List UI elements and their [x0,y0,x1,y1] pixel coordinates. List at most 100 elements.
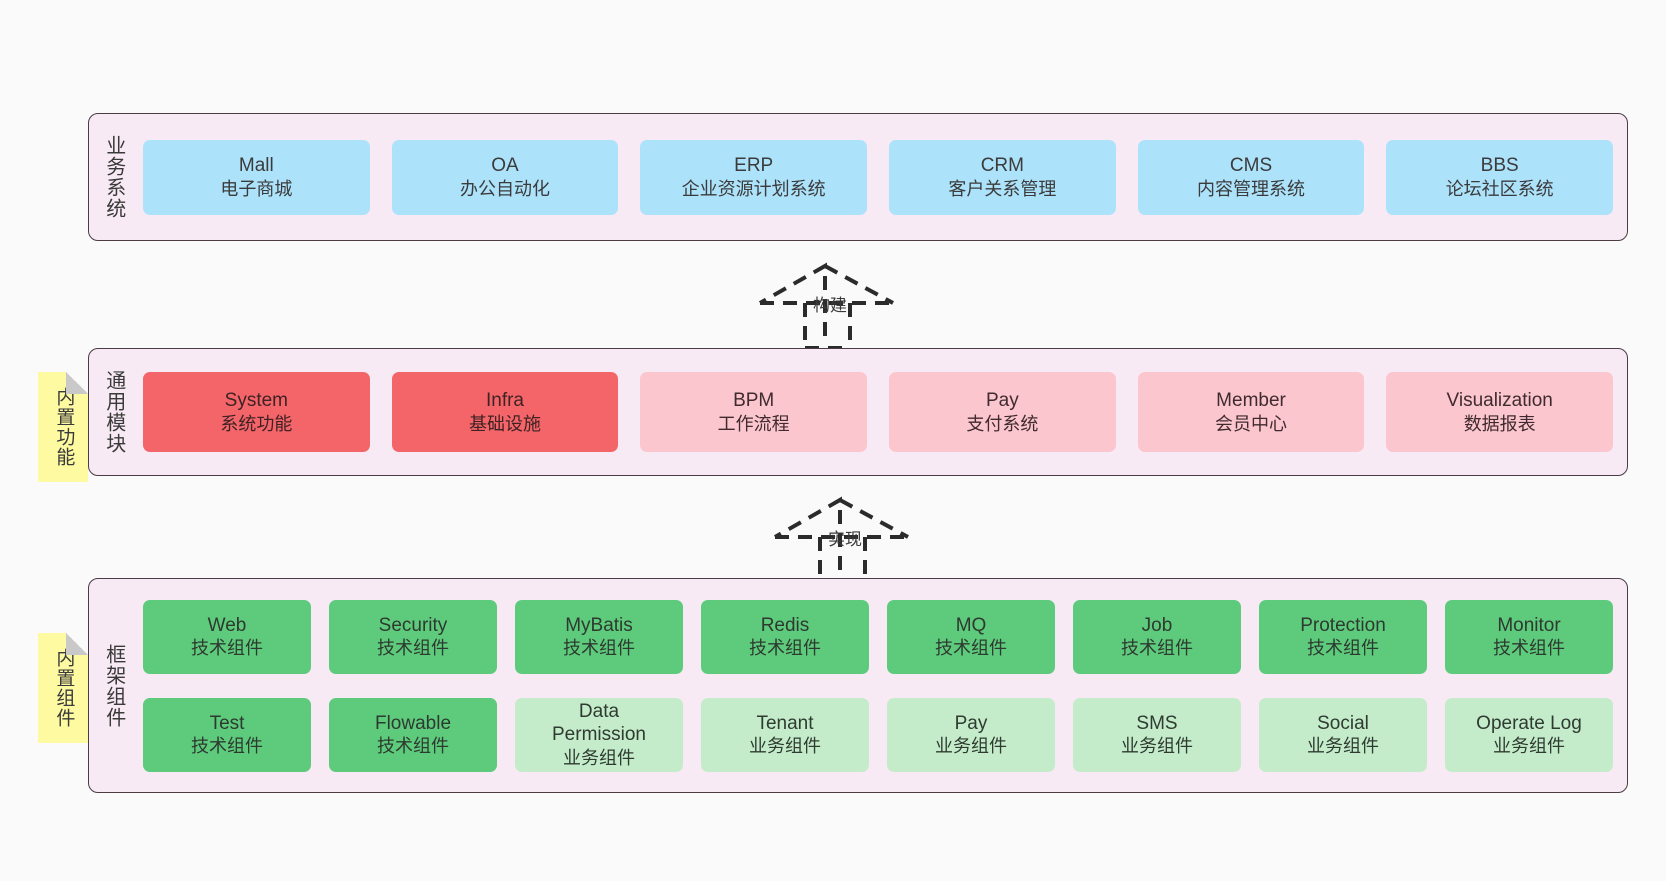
card-subtitle: 基础设施 [469,413,541,434]
card-mybatis[interactable]: MyBatis 技术组件 [515,599,683,674]
card-redis[interactable]: Redis 技术组件 [701,599,869,674]
card-title: Social [1317,712,1369,734]
card-mall[interactable]: Mall 电子商城 [143,139,370,215]
card-title: Tenant [756,712,814,734]
connector-implement-label: 实现 [828,530,862,549]
card-subtitle: 技术组件 [935,638,1007,659]
card-title: Visualization [1446,390,1553,412]
card-subtitle: 客户关系管理 [948,178,1057,199]
layer-common-module: 通用模块 System 系统功能 Infra 基础设施 BPM 工作流程 Pay… [88,348,1628,476]
card-row-technical: Web 技术组件 Security 技术组件 MyBatis 技术组件 Redi… [143,599,1613,674]
card-title: SMS [1136,712,1178,734]
card-subtitle: 业务组件 [1493,736,1565,757]
card-subtitle: 工作流程 [717,413,790,434]
note-label: 内置功能 [53,387,75,467]
card-subtitle: 论坛社区系统 [1445,178,1554,199]
card-title: ERP [734,155,774,177]
card-cms[interactable]: CMS 内容管理系统 [1137,139,1365,215]
card-system[interactable]: System 系统功能 [143,372,370,452]
card-subtitle: 技术组件 [563,638,635,659]
card-title: Data Permission [552,700,646,746]
layer-title-business-system: 业务系统 [102,135,125,219]
card-title: BPM [733,390,775,412]
card-title: Job [1141,614,1173,636]
card-subtitle: 内容管理系统 [1197,178,1306,199]
card-sms[interactable]: SMS 业务组件 [1073,697,1241,772]
card-subtitle: 技术组件 [749,638,821,659]
note-label: 内置组件 [53,648,75,728]
card-title: OA [491,155,519,177]
card-title: Security [378,614,448,636]
card-data-permission[interactable]: Data Permission 业务组件 [515,697,683,772]
connector-implement: 实现 [770,492,920,584]
card-subtitle: 技术组件 [377,638,449,659]
card-test[interactable]: Test 技术组件 [143,697,311,772]
card-title: Flowable [374,712,452,734]
card-title: Mall [238,155,274,177]
layer-body-framework-component: Web 技术组件 Security 技术组件 MyBatis 技术组件 Redi… [137,579,1627,792]
card-title: Redis [760,614,810,636]
card-pay[interactable]: Pay 支付系统 [889,372,1116,452]
card-mq[interactable]: MQ 技术组件 [887,599,1055,674]
card-flowable[interactable]: Flowable 技术组件 [329,697,497,772]
card-oa[interactable]: OA 办公自动化 [391,139,619,215]
card-subtitle: 会员中心 [1215,413,1288,434]
card-subtitle: 业务组件 [563,747,635,768]
implement-arrow-left [774,496,909,570]
card-subtitle: 支付系统 [966,413,1039,434]
card-subtitle: 技术组件 [1121,638,1193,659]
card-crm[interactable]: CRM 客户关系管理 [889,139,1116,215]
card-social[interactable]: Social 业务组件 [1259,697,1427,772]
layer-framework-component: 框架组件 Web 技术组件 Security 技术组件 MyBatis 技术组件… [88,578,1628,793]
card-title: Operate Log [1476,712,1582,734]
card-protection[interactable]: Protection 技术组件 [1259,599,1427,674]
card-subtitle: 技术组件 [191,736,263,757]
card-title: MyBatis [565,614,633,636]
card-bpm[interactable]: BPM 工作流程 [640,372,868,452]
card-subtitle: 业务组件 [1307,736,1379,757]
card-subtitle: 数据报表 [1463,413,1536,434]
layer-business-system: 业务系统 Mall 电子商城 OA 办公自动化 ERP 企业资源计划系统 CRM… [88,113,1628,241]
card-subtitle: 电子商城 [220,178,293,199]
card-operate-log[interactable]: Operate Log 业务组件 [1445,697,1613,772]
card-subtitle: 业务组件 [749,736,821,757]
card-subtitle: 技术组件 [1307,638,1379,659]
card-title: Pay [985,390,1019,412]
card-subtitle: 系统功能 [220,413,293,434]
card-member[interactable]: Member 会员中心 [1137,372,1365,452]
card-title: MQ [955,614,987,636]
connector-build: 构建 [755,258,905,350]
card-title: CRM [980,155,1024,177]
card-row-business: Test 技术组件 Flowable 技术组件 Data Permission … [143,697,1613,772]
card-title: Infra [485,390,525,412]
card-security[interactable]: Security 技术组件 [329,599,497,674]
card-infra[interactable]: Infra 基础设施 [391,372,619,452]
card-row: System 系统功能 Infra 基础设施 BPM 工作流程 Pay 支付系统… [143,372,1614,452]
layer-title-framework-component: 框架组件 [102,643,125,728]
layer-body-business-system: Mall 电子商城 OA 办公自动化 ERP 企业资源计划系统 CRM 客户关系… [137,114,1627,240]
card-monitor[interactable]: Monitor 技术组件 [1445,599,1613,674]
card-title: Test [209,712,245,734]
implement-arrow-shaft [818,537,867,584]
card-pay-business[interactable]: Pay 业务组件 [887,697,1055,772]
card-title: Pay [954,712,988,734]
card-job[interactable]: Job 技术组件 [1073,599,1241,674]
card-title: Protection [1300,614,1386,636]
card-subtitle: 业务组件 [935,736,1007,757]
card-subtitle: 技术组件 [377,736,449,757]
note-builtin-function: 内置功能 [38,372,88,482]
card-web[interactable]: Web 技术组件 [143,599,311,674]
layer-body-common-module: System 系统功能 Infra 基础设施 BPM 工作流程 Pay 支付系统… [137,349,1627,475]
card-erp[interactable]: ERP 企业资源计划系统 [640,139,868,215]
card-visualization[interactable]: Visualization 数据报表 [1386,372,1614,452]
card-subtitle: 企业资源计划系统 [681,178,826,199]
card-subtitle: 技术组件 [191,638,263,659]
card-subtitle: 技术组件 [1493,638,1565,659]
connector-build-label: 构建 [813,296,847,315]
card-bbs[interactable]: BBS 论坛社区系统 [1386,139,1614,215]
card-tenant[interactable]: Tenant 业务组件 [701,697,869,772]
build-arrow-left [759,262,894,336]
card-title: Monitor [1497,614,1561,636]
card-subtitle: 业务组件 [1121,736,1193,757]
